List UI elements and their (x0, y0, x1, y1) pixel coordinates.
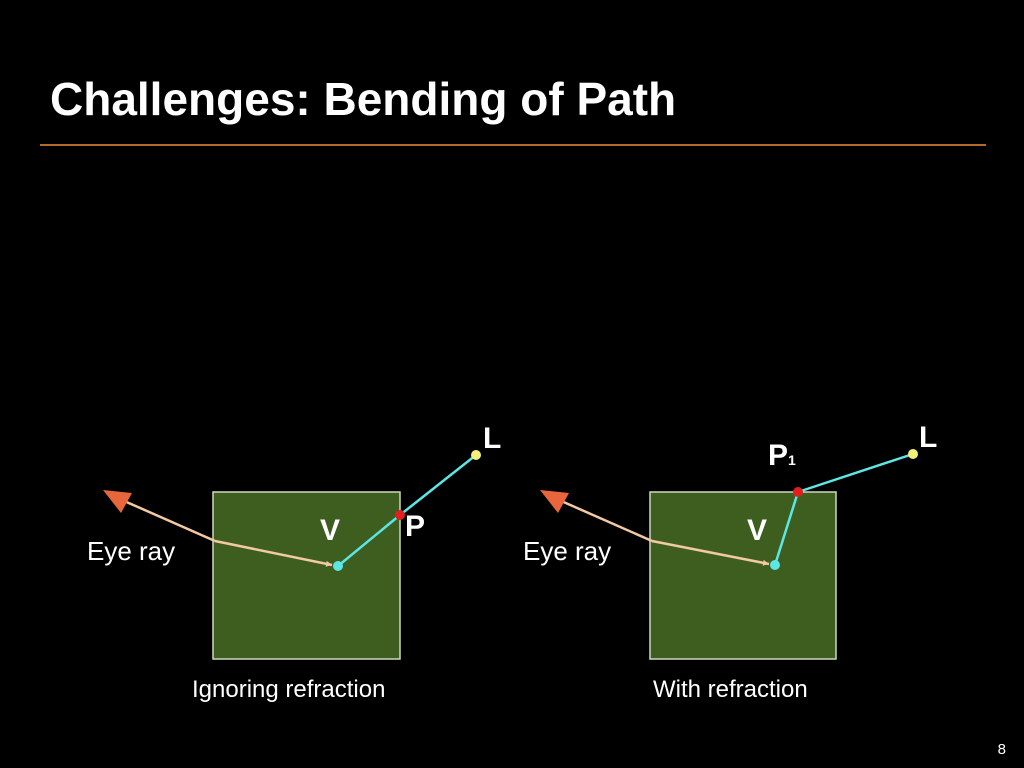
right-surface-point-label: P (768, 439, 789, 472)
left-eye-ray-line (214, 539, 333, 567)
right-surface-point-label-group: P1 (768, 439, 796, 473)
right-view-point (770, 560, 780, 570)
right-light-point (908, 449, 918, 459)
left-medium-box (212, 491, 401, 660)
left-view-point-label: V (320, 514, 341, 547)
right-medium-box (649, 491, 837, 660)
right-eye-ray-arrow-head (540, 490, 569, 513)
left-surface-point (395, 510, 405, 520)
right-surface-point (793, 487, 803, 497)
right-panel (540, 449, 918, 660)
left-caption: Ignoring refraction (192, 676, 386, 703)
right-surface-point-subscript: 1 (788, 452, 796, 468)
left-eye-ray-arrow-head (103, 490, 132, 513)
left-eye-ray-arrow-shaft (121, 498, 216, 543)
title-divider (40, 144, 986, 146)
right-light-label: L (919, 421, 938, 454)
right-eye-ray-label: Eye ray (523, 536, 612, 566)
right-light-path (797, 452, 914, 494)
right-caption: With refraction (653, 676, 808, 703)
left-panel (103, 450, 481, 660)
left-view-point (333, 561, 343, 571)
right-refracted-path (773, 491, 800, 566)
left-eye-ray-label: Eye ray (87, 536, 176, 566)
left-light-point (471, 450, 481, 460)
left-surface-point-label: P (405, 510, 426, 543)
slide-title: Challenges: Bending of Path (50, 73, 677, 125)
right-view-point-label: V (747, 514, 768, 547)
left-inner-path (337, 514, 401, 567)
left-light-label: L (483, 422, 502, 455)
left-light-path (399, 454, 477, 516)
right-eye-ray-line (651, 539, 770, 566)
page-number: 8 (997, 741, 1006, 758)
right-eye-ray-arrow-shaft (558, 498, 653, 543)
